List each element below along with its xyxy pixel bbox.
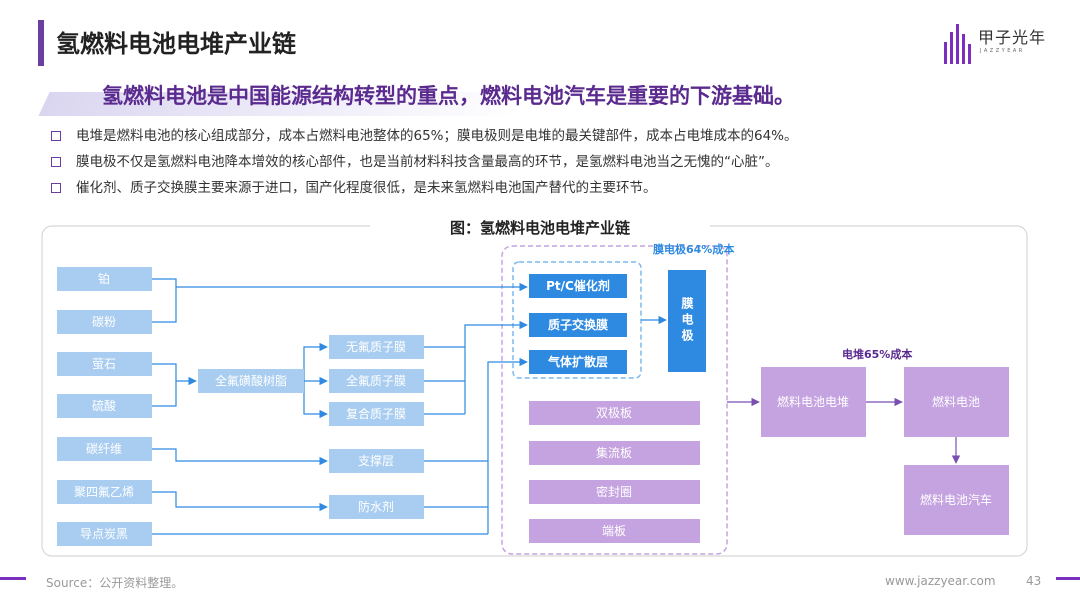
raw-material-box — [57, 522, 152, 546]
bullet-square-icon — [51, 157, 61, 167]
page-title: 氢燃料电池电堆产业链 — [56, 30, 296, 58]
other-part-label: 端板 — [602, 524, 626, 538]
raw-material-label: 铂 — [98, 271, 110, 286]
logo: 甲子光年 JAZZYEAR — [944, 22, 1064, 68]
mea-label: 膜电极 — [680, 296, 694, 345]
footer-accent-right — [1056, 577, 1080, 580]
waterproof-agent-label: 防水剂 — [358, 499, 394, 514]
logo-text-cn: 甲子光年 — [978, 28, 1047, 47]
stack-box — [761, 367, 866, 437]
raw-material-label: 导点炭黑 — [80, 527, 128, 541]
bullet-item: 催化剂、质子交换膜主要来源于进口，国产化程度很低，是未来氢燃料电池国产替代的主要… — [48, 178, 1048, 204]
mea-box — [668, 270, 706, 372]
logo-text-en: JAZZYEAR — [980, 48, 1025, 54]
mea-part-box — [529, 350, 627, 374]
support-layer-label: 支撑层 — [358, 453, 394, 468]
raw-material-box — [57, 352, 152, 376]
other-part-label: 双极板 — [596, 406, 632, 420]
mea-part-label: 质子交换膜 — [548, 317, 608, 332]
membrane-label: 复合质子膜 — [346, 406, 406, 421]
other-part-box — [529, 401, 700, 425]
title-accent-bar — [38, 20, 44, 66]
resin-box — [198, 369, 304, 393]
other-part-label: 密封圈 — [596, 484, 632, 499]
bullet-item: 电堆是燃料电池的核心组成部分，成本占燃料电池整体的65%；膜电极则是电堆的最关键… — [48, 126, 1048, 152]
membrane-box — [329, 335, 424, 359]
bullet-list: 电堆是燃料电池的核心组成部分，成本占燃料电池整体的65%；膜电极则是电堆的最关键… — [48, 126, 1048, 204]
other-part-box — [529, 480, 700, 504]
mea-group-frame — [501, 245, 728, 555]
raw-material-box — [57, 437, 152, 461]
mea-part-box — [529, 274, 627, 298]
figure-title: 图：氢燃料电池电堆产业链 — [449, 219, 630, 237]
bullet-item: 膜电极不仅是氢燃料电池降本增效的核心部件，也是当前材料科技含量最高的环节，是氢燃… — [48, 152, 1048, 178]
raw-material-box — [57, 480, 152, 504]
other-part-box — [529, 519, 700, 543]
raw-material-label: 聚四氟乙烯 — [74, 485, 134, 499]
mea-part-box — [529, 313, 627, 337]
other-part-box — [529, 441, 700, 465]
raw-material-box — [57, 310, 152, 334]
resin-label: 全氟磺酸树脂 — [215, 373, 287, 388]
raw-material-label: 萤石 — [92, 357, 116, 371]
vehicle-box — [904, 465, 1009, 535]
raw-material-label: 硫酸 — [92, 398, 116, 413]
source-note: Source：公开资料整理。 — [46, 576, 184, 590]
stack-cost-label: 电堆65%成本 — [842, 347, 912, 361]
bullet-square-icon — [51, 183, 61, 193]
raw-material-box — [57, 394, 152, 418]
bullet-square-icon — [51, 131, 61, 141]
raw-material-label: 碳纤维 — [86, 442, 122, 456]
other-part-label: 集流板 — [596, 445, 632, 460]
mea-part-label: 气体扩散层 — [547, 354, 608, 369]
waterproof-agent-box — [329, 495, 424, 519]
membrane-label: 全氟质子膜 — [346, 373, 406, 388]
raw-material-box — [57, 267, 152, 291]
logo-bars-icon — [944, 24, 972, 64]
website-link[interactable]: www.jazzyear.com — [885, 574, 996, 588]
figure-title-mask — [370, 220, 710, 234]
membrane-box — [329, 402, 424, 426]
membrane-box — [329, 369, 424, 393]
membrane-label: 无氟质子膜 — [346, 340, 406, 354]
fuel-cell-box — [904, 367, 1009, 437]
footer-accent-left — [0, 577, 26, 580]
mea-part-label: Pt/C催化剂 — [546, 278, 610, 293]
headline: 氢燃料电池是中国能源结构转型的重点，燃料电池汽车是重要的下游基础。 — [102, 84, 795, 108]
page-number: 43 — [1026, 574, 1042, 588]
raw-material-label: 碳粉 — [92, 315, 116, 329]
vehicle-label: 燃料电池汽车 — [920, 492, 992, 507]
stack-label: 燃料电池电堆 — [777, 394, 849, 409]
support-layer-box — [329, 449, 424, 473]
fuel-cell-label: 燃料电池 — [932, 394, 980, 409]
mea-cost-label: 膜电极64%成本 — [653, 242, 734, 256]
